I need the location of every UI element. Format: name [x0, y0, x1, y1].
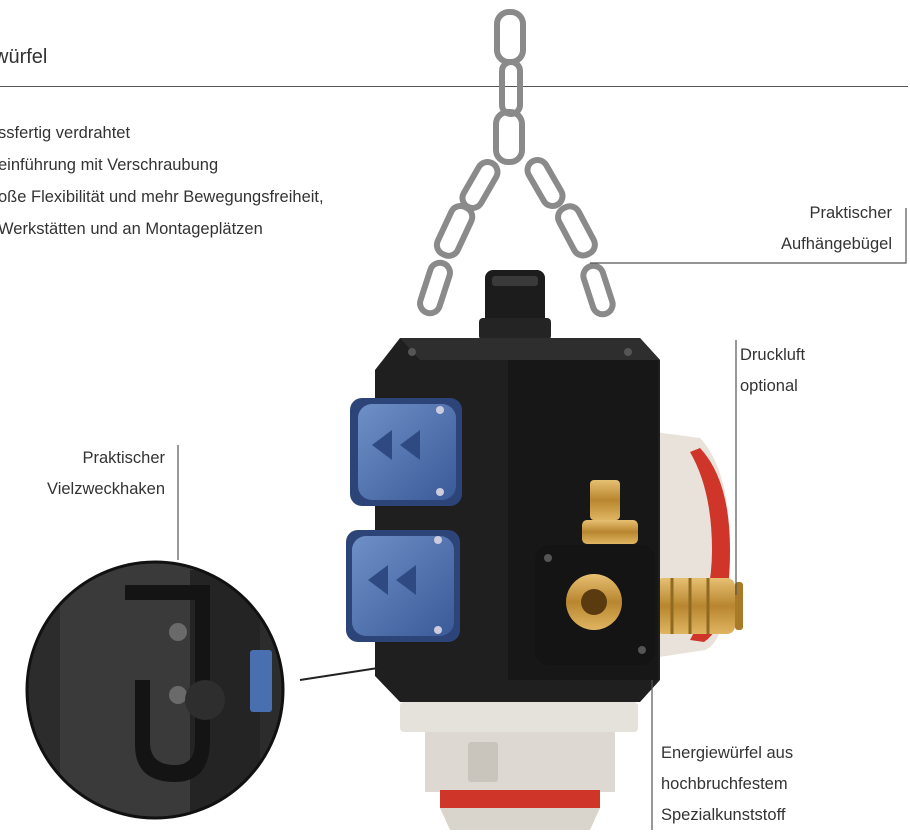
cee-plug-bottom	[400, 702, 638, 830]
callout-housing-line3: Spezialkunststoff	[661, 806, 786, 824]
callout-hanger-line2: Aufhängebügel	[780, 235, 892, 253]
feature-item: ssfertig verdrahtet	[0, 124, 131, 142]
air-coupling-block	[535, 480, 655, 665]
callout-lines	[177, 208, 907, 830]
feature-item: oße Flexibilität und mehr Bewegungsfreih…	[0, 188, 324, 206]
callout-hook-line2: Vielzweckhaken	[46, 480, 165, 498]
callout-air-line2: optional	[740, 377, 798, 395]
hook-detail-circle	[25, 560, 285, 820]
cable-gland	[479, 270, 551, 340]
feature-item: Werkstätten und an Montageplätzen	[0, 220, 263, 238]
callout-housing-line2: hochbruchfestem	[661, 775, 788, 793]
callout-hanger-line1: Praktischer	[809, 204, 892, 222]
callout-hook-line1: Praktischer	[82, 449, 165, 467]
callout-air-line1: Druckluft	[740, 346, 806, 364]
zoom-connector	[299, 667, 379, 681]
callout-housing: Energiewürfel aus hochbruchfestem Spezia…	[661, 738, 793, 831]
callout-compressed-air: Druckluft optional	[740, 340, 805, 402]
callout-housing-line1: Energiewürfel aus	[661, 744, 794, 762]
callout-hook: Praktischer Vielzweckhaken	[47, 443, 165, 505]
blue-socket-top	[350, 398, 462, 506]
feature-item: einführung mit Verschraubung	[0, 156, 219, 174]
title-divider	[0, 86, 908, 87]
callout-hanger: Praktischer Aufhängebügel	[781, 198, 892, 260]
page-title: würfel	[0, 46, 48, 68]
hanging-chain	[417, 9, 616, 318]
brass-coupling-right	[655, 578, 743, 634]
feature-list: ssfertig verdrahtet einführung mit Versc…	[0, 117, 324, 245]
blue-socket-bottom	[346, 530, 460, 642]
